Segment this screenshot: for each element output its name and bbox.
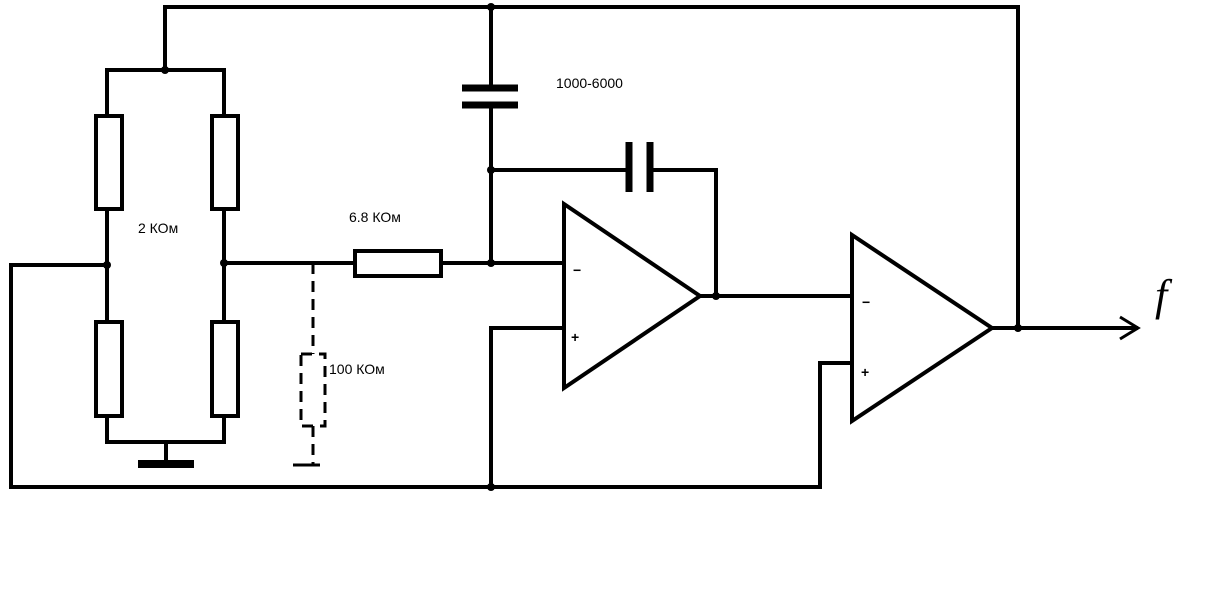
op-amp-2-inverting: − [862,294,870,310]
series-resistor-label: 6.8 КОм [349,209,401,225]
op-amp-1: − + [562,200,704,392]
bridge-resistor-bottom-right [210,320,240,418]
bridge-resistance-label: 2 КОм [138,220,178,236]
capacitance-label: 1000-6000 [556,75,623,91]
output-wire [990,315,1141,341]
inter-stage-wire [698,292,854,300]
bottom-return-wire [9,263,854,491]
junction-dot [487,483,495,491]
op-amp-2: − + [850,231,996,425]
optional-resistor-label: 100 КОм [329,361,385,377]
series-resistor [353,249,443,278]
input-wire [222,249,566,278]
bridge-resistor-top-right [210,114,240,211]
op-amp-1-inverting: − [573,262,581,278]
bridge-resistor-top-left [94,114,124,211]
optional-resistor [299,263,327,464]
junction-dot [712,292,720,300]
op-amp-1-noninverting: + [571,329,579,345]
output-arrow-icon [1119,315,1141,341]
junction-dot [1014,324,1022,332]
output-label: f [1155,271,1173,320]
junction-dot [161,66,169,74]
ground-symbol [138,460,194,468]
op-amp-2-noninverting: + [861,364,869,380]
bridge-resistor-bottom-left [94,320,124,418]
bridge [94,66,240,468]
capacitor-node [462,3,718,298]
junction-dot [487,3,495,11]
top-feedback-wire [163,5,1020,330]
